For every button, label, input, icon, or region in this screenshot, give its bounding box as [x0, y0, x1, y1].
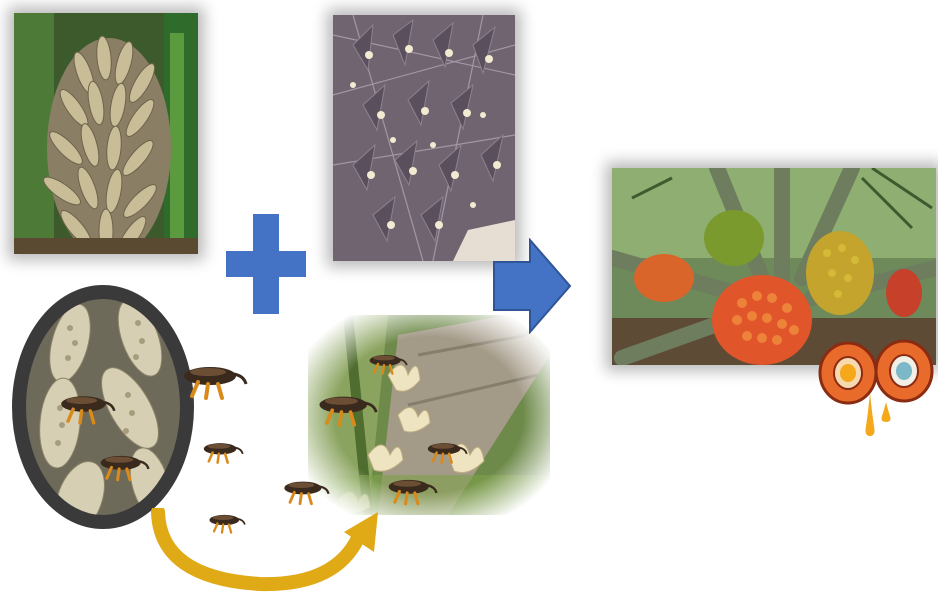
- weevil-icon: [280, 478, 330, 507]
- fruit-bunches-image: [612, 168, 936, 365]
- weevil-icon: [56, 392, 116, 426]
- weevil-icon: [206, 512, 246, 535]
- male-inflorescence-photo: [14, 13, 198, 254]
- female-inflorescence-image: [333, 15, 515, 261]
- weevil-icon: [384, 476, 438, 507]
- weevil-icon: [366, 352, 408, 376]
- weevil-icon: [424, 440, 468, 465]
- female-inflorescence-photo: [333, 15, 515, 261]
- plus-icon: [226, 214, 306, 314]
- male-inflorescence-image: [14, 13, 198, 254]
- weevil-icon: [200, 440, 244, 465]
- weevil-icon: [314, 392, 378, 429]
- weevil-icon: [178, 362, 248, 402]
- fruit-bunches-photo: [612, 168, 936, 365]
- palm-fruit-icon: [818, 338, 936, 438]
- weevil-icon: [96, 452, 150, 483]
- curved-arrow-icon: [150, 508, 390, 592]
